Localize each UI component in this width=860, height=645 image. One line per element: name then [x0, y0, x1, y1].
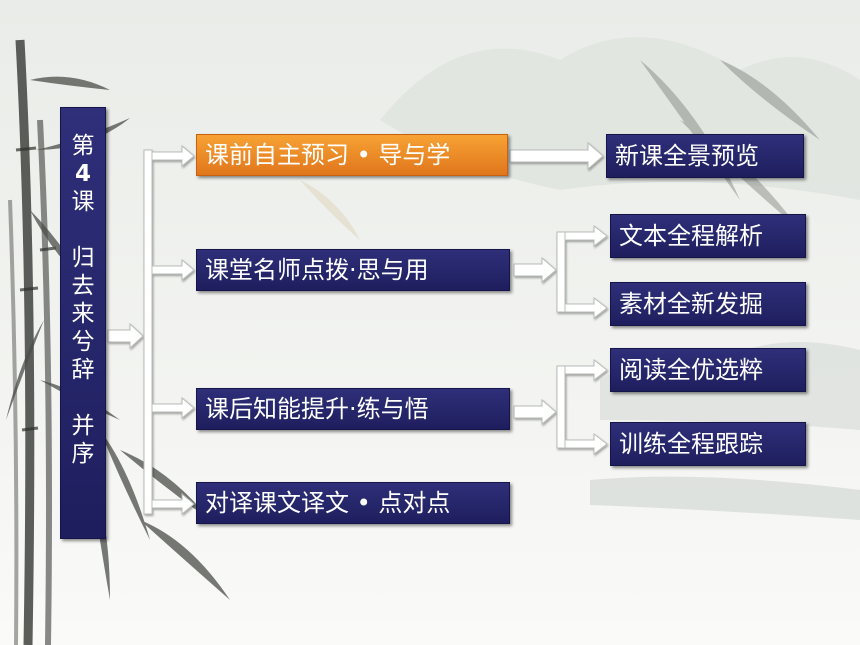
lesson-title-char: 课: [71, 189, 95, 215]
lesson-title-char: 序: [71, 441, 95, 467]
lesson-title-char: 来: [71, 301, 95, 327]
subsection-text-analysis-button[interactable]: 文本全程解析: [610, 214, 806, 258]
lesson-title-char: 归: [71, 245, 95, 271]
subsection-label: 素材全新发掘: [619, 290, 763, 318]
lesson-number: 4: [74, 161, 91, 187]
section-preview-button[interactable]: 课前自主预习 • 导与学: [196, 134, 508, 176]
section-translation-button[interactable]: 对译课文译文 • 点对点: [196, 482, 510, 524]
section-label: 课前自主预习 • 导与学: [205, 141, 451, 169]
lesson-title-box: 第 4 课 归 去 来 兮 辞 并 序: [60, 107, 106, 539]
section-classroom-button[interactable]: 课堂名师点拨·思与用: [196, 249, 510, 291]
section-label: 课堂名师点拨·思与用: [205, 256, 429, 284]
subsection-label: 训练全程跟踪: [619, 430, 763, 458]
lesson-title-char: 辞: [71, 357, 95, 383]
lesson-title-char: 第: [71, 133, 95, 159]
subsection-preview-button[interactable]: 新课全景预览: [606, 134, 804, 178]
subsection-label: 文本全程解析: [619, 222, 763, 250]
subsection-label: 新课全景预览: [615, 142, 759, 170]
subsection-reading-button[interactable]: 阅读全优选粹: [610, 348, 806, 392]
section-label: 对译课文译文 • 点对点: [205, 489, 451, 517]
lesson-title-char: 去: [71, 273, 95, 299]
subsection-label: 阅读全优选粹: [619, 356, 763, 384]
subsection-material-button[interactable]: 素材全新发掘: [610, 282, 806, 326]
lesson-title-char: 并: [71, 413, 95, 439]
section-after-class-button[interactable]: 课后知能提升·练与悟: [196, 388, 510, 430]
lesson-title-char: 兮: [71, 329, 95, 355]
section-label: 课后知能提升·练与悟: [205, 395, 429, 423]
subsection-training-button[interactable]: 训练全程跟踪: [610, 422, 806, 466]
